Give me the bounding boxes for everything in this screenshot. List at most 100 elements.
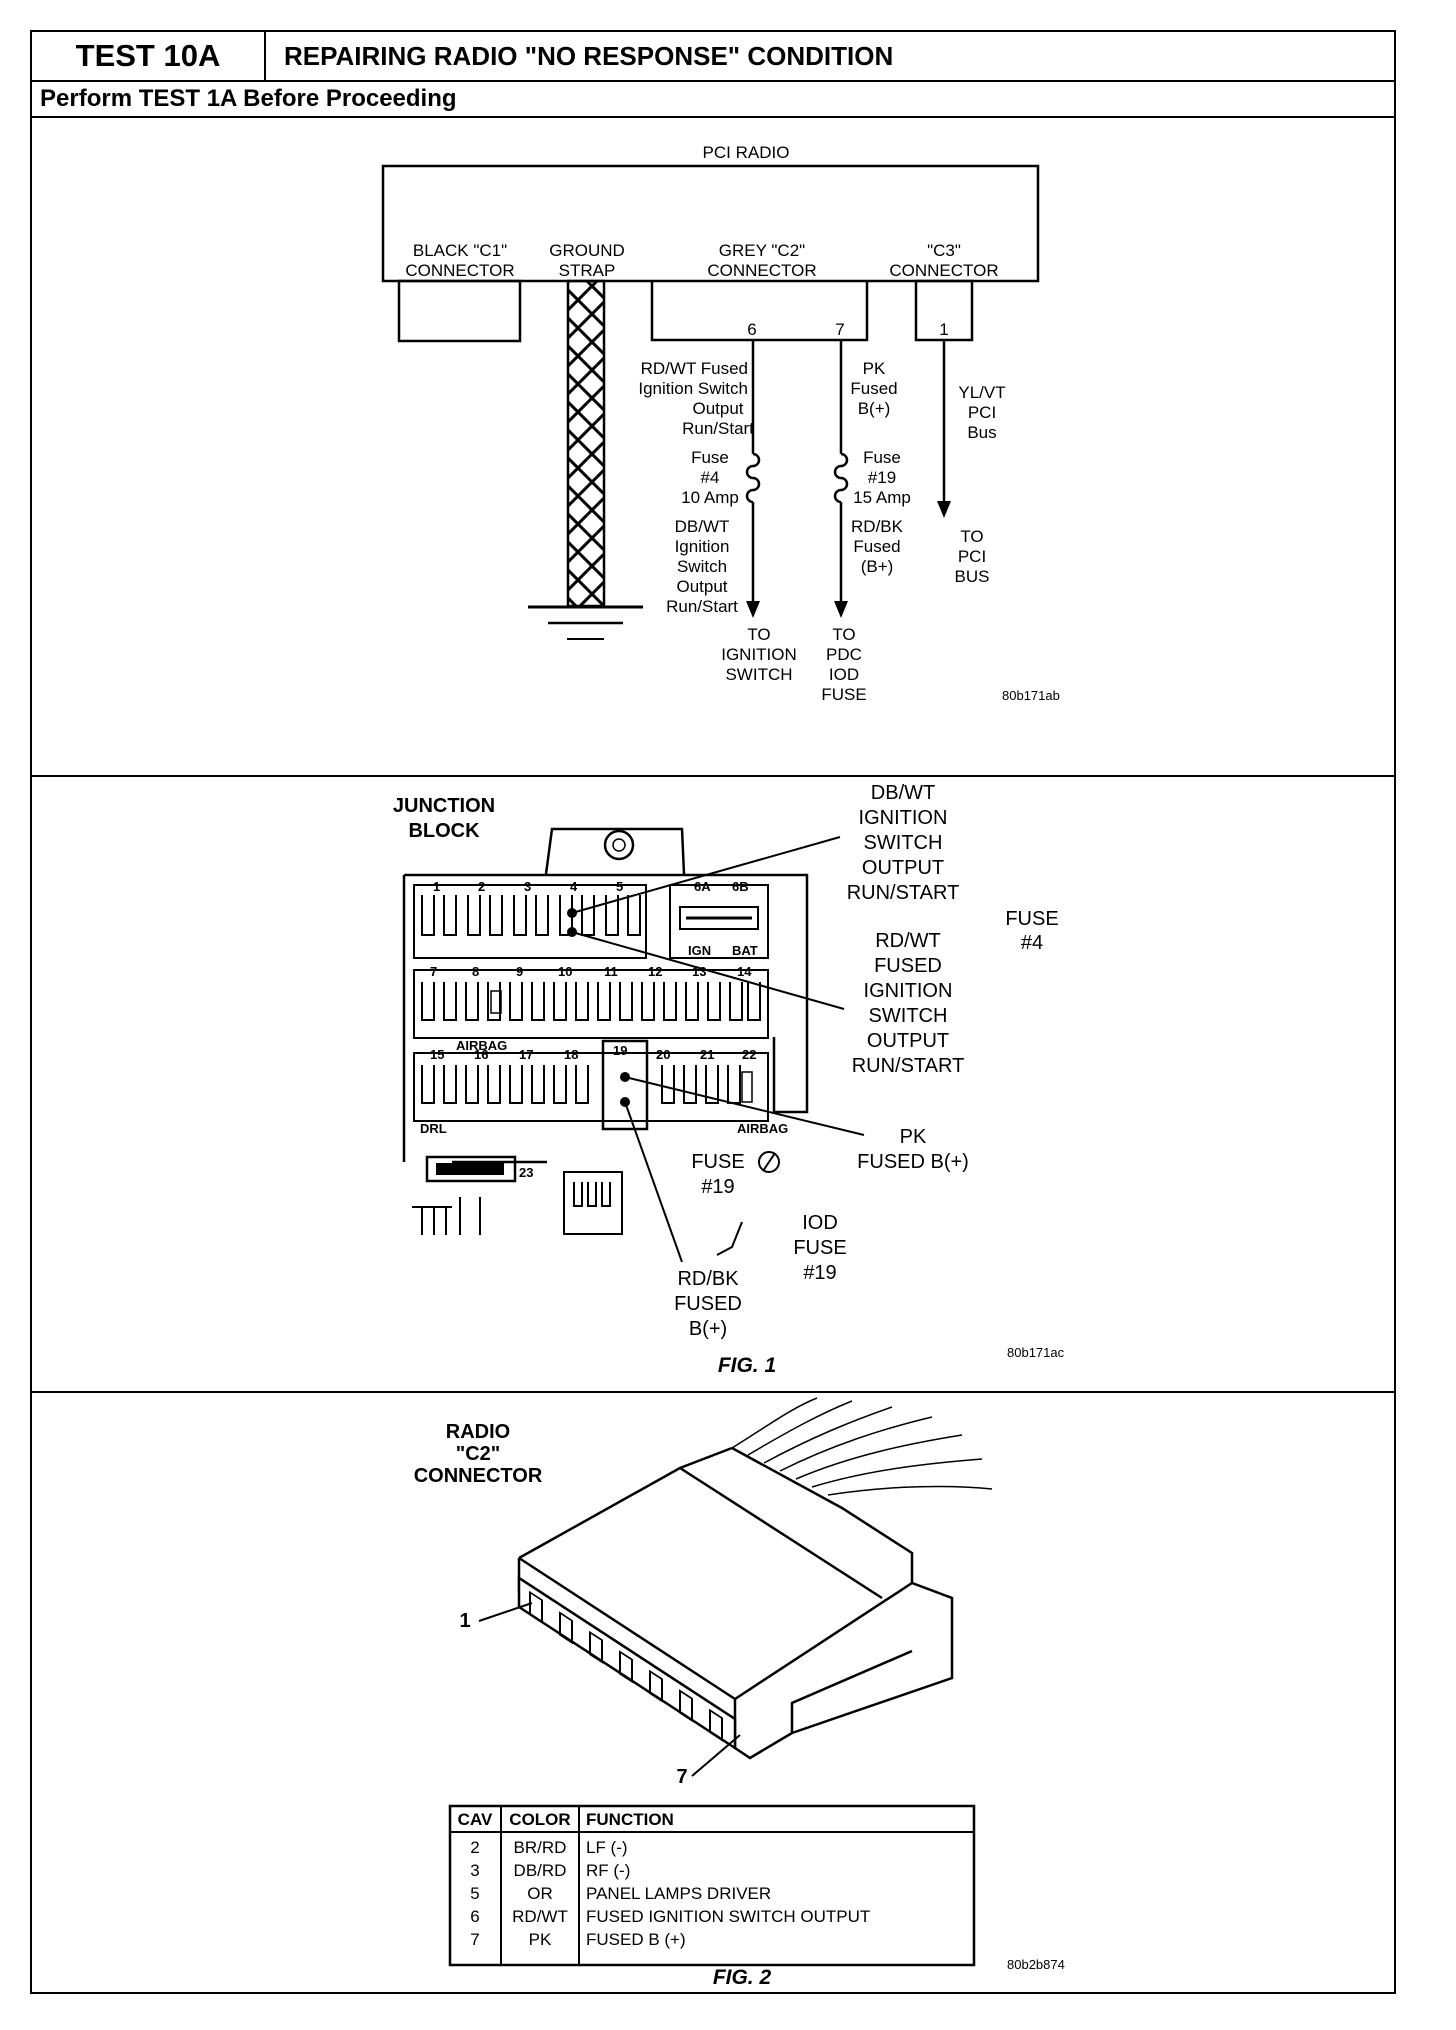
c2-label-2: CONNECTOR xyxy=(707,261,816,280)
jb-drl: DRL xyxy=(420,1121,447,1136)
wire-6-arrow xyxy=(746,601,760,618)
lbl-rdbk-2: FUSED xyxy=(674,1293,742,1315)
conn-title-2: "C2" xyxy=(456,1443,501,1465)
lbl-pk-2: FUSED B(+) xyxy=(857,1151,969,1173)
jb-6a: 6A xyxy=(694,879,711,894)
pin-7-leader xyxy=(691,1734,741,1777)
cavity-table: CAV COLOR FUNCTION 2 BR/RD LF (-) 3 DB/R… xyxy=(448,1804,976,1967)
table-row-1-cav: 2 xyxy=(470,1838,479,1857)
table-row-3-color: OR xyxy=(527,1884,553,1903)
lbl-rdwt-3: IGNITION xyxy=(864,980,953,1002)
wire-6-bot-2: Ignition xyxy=(675,537,730,556)
test-id: TEST 10A xyxy=(32,32,266,80)
jb-mounting-tab xyxy=(544,827,686,875)
table-row-2-color: DB/RD xyxy=(514,1861,567,1880)
fuse-4-text-3: 10 Amp xyxy=(681,488,739,507)
wire-1-text-1: YL/VT xyxy=(958,383,1005,402)
c3-pin-1: 1 xyxy=(939,320,948,339)
wire-7-top-3: B(+) xyxy=(858,399,891,418)
table-row-5-function: FUSED B (+) xyxy=(586,1930,686,1949)
jb-n23: 23 xyxy=(519,1165,533,1180)
connector-wires xyxy=(731,1397,993,1496)
lbl-iod-3: #19 xyxy=(803,1262,836,1284)
conn-title-1: RADIO xyxy=(446,1421,510,1443)
wire-6-top-2: Ignition Switch xyxy=(638,379,748,398)
jb-title-2: BLOCK xyxy=(408,820,480,842)
lbl-dbwt-5: RUN/START xyxy=(847,882,960,904)
jb-r1-n3: 3 xyxy=(524,879,531,894)
jb-row-1 xyxy=(413,884,647,959)
jb-r3-n21: 21 xyxy=(700,1047,714,1062)
table-row-2-function: RF (-) xyxy=(586,1861,630,1880)
table-row-1-function: LF (-) xyxy=(586,1838,628,1857)
table-row-5-cav: 7 xyxy=(470,1930,479,1949)
jb-r2-n9: 9 xyxy=(516,964,523,979)
c3-label-1: "C3" xyxy=(927,241,961,260)
jb-fuse19-slot xyxy=(601,1039,649,1131)
header-bar: TEST 10A REPAIRING RADIO "NO RESPONSE" C… xyxy=(32,32,1394,82)
c2-label-1: GREY "C2" xyxy=(719,241,805,260)
jb-r3-n16: 16 xyxy=(474,1047,488,1062)
dest-1-1: TO xyxy=(960,527,983,546)
wire-6-top-3: Output xyxy=(692,399,743,418)
table-row-4-function: FUSED IGNITION SWITCH OUTPUT xyxy=(586,1907,870,1926)
pin-1-label: 1 xyxy=(459,1610,470,1632)
wire-1-text-3: Bus xyxy=(967,423,996,442)
fig-1-caption: FIG. 1 xyxy=(718,1354,776,1377)
lbl-pk-1: PK xyxy=(900,1126,927,1148)
jb-r2-n10: 10 xyxy=(558,964,572,979)
wire-1-text-2: PCI xyxy=(968,403,996,422)
dest-7-4: FUSE xyxy=(821,685,866,704)
c2-pin-7: 7 xyxy=(835,320,844,339)
jb-r3-n19: 19 xyxy=(613,1043,627,1058)
jb-title-1: JUNCTION xyxy=(393,795,495,817)
figure-code-3: 80b2b874 xyxy=(1007,1957,1065,1972)
jb-r3-n20: 20 xyxy=(656,1047,670,1062)
wire-6-bot-5: Run/Start xyxy=(666,597,738,616)
leader-iod xyxy=(716,1221,743,1256)
dest-1-2: PCI xyxy=(958,547,986,566)
jb-r2-n14: 14 xyxy=(737,964,752,979)
jb-relay-23 xyxy=(425,1155,517,1183)
jb-bottom-left-terminals xyxy=(412,1197,481,1235)
jb-r2-n7: 7 xyxy=(430,964,437,979)
jb-bottom-connector xyxy=(563,1171,623,1235)
jb-r1-n5: 5 xyxy=(616,879,623,894)
ground-label-1: GROUND xyxy=(549,241,625,260)
table-header-function: FUNCTION xyxy=(586,1810,674,1829)
wire-6-top-1: RD/WT Fused xyxy=(641,359,748,378)
jb-row-2-slots xyxy=(421,982,761,1021)
lbl-dbwt-4: OUTPUT xyxy=(862,857,944,879)
dest-6-1: TO xyxy=(747,625,770,644)
jb-ign-bat-switch xyxy=(669,884,769,959)
fig-2-caption: FIG. 2 xyxy=(713,1966,772,1989)
connector-section: RADIO "C2" CONNECTOR xyxy=(32,1393,1394,1994)
jb-r3-n17: 17 xyxy=(519,1047,533,1062)
jb-r3-n22: 22 xyxy=(742,1047,756,1062)
wire-1-arrow xyxy=(937,501,951,518)
wire-7-arrow xyxy=(834,601,848,618)
test-title: REPAIRING RADIO "NO RESPONSE" CONDITION xyxy=(284,41,894,71)
pin-1-leader xyxy=(478,1602,533,1622)
leader-pk xyxy=(624,1076,865,1136)
fuse19-icon xyxy=(758,1151,780,1173)
jb-r3-n18: 18 xyxy=(564,1047,578,1062)
junction-block-diagram: JUNCTION BLOCK 1 2 3 4 5 xyxy=(393,782,1065,1377)
lbl-rdwt-2: FUSED xyxy=(874,955,942,977)
lbl-dbwt-2: IGNITION xyxy=(859,807,948,829)
jb-airbag-right: AIRBAG xyxy=(737,1121,788,1136)
jb-row-2 xyxy=(413,969,769,1039)
fuse-19-symbol xyxy=(833,452,849,504)
table-row-3-function: PANEL LAMPS DRIVER xyxy=(586,1884,771,1903)
c2-connector xyxy=(650,281,869,342)
dest-7-3: IOD xyxy=(829,665,859,684)
connector-face xyxy=(517,1575,737,1751)
fuse-19-text-2: #19 xyxy=(868,468,896,487)
lbl-dbwt-3: SWITCH xyxy=(864,832,943,854)
wire-7-top-2: Fused xyxy=(850,379,897,398)
wire-6-bot-3: Switch xyxy=(677,557,727,576)
jb-airbag-fuse-22 xyxy=(741,1071,753,1103)
lbl-rdwt-5: OUTPUT xyxy=(867,1030,949,1052)
jb-mount-hole-inner xyxy=(612,838,626,852)
jb-airbag-left: AIRBAG xyxy=(456,1038,507,1053)
